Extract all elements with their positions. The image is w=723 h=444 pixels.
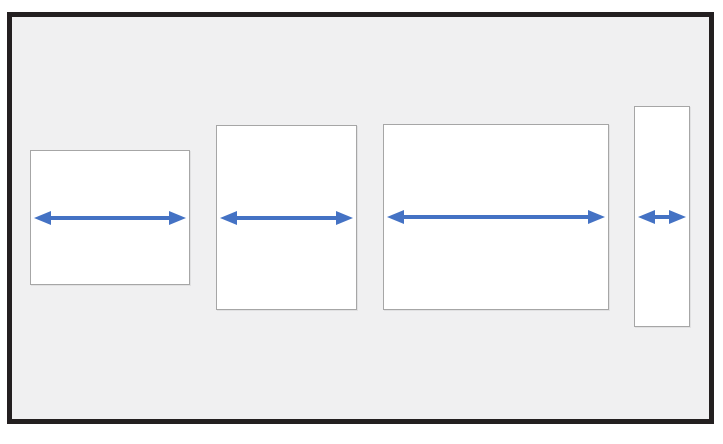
- arrowhead-right: [588, 210, 605, 224]
- arrowhead-right: [669, 209, 686, 224]
- arrowhead-left: [638, 209, 655, 224]
- rectangle-4[interactable]: [634, 106, 690, 327]
- arrowhead-right: [169, 210, 186, 225]
- arrowhead-right: [336, 210, 353, 225]
- horizontal-double-arrow[interactable]: [387, 209, 605, 225]
- horizontal-double-arrow[interactable]: [638, 209, 686, 225]
- rectangle-2[interactable]: [216, 125, 357, 310]
- horizontal-double-arrow[interactable]: [34, 210, 186, 226]
- arrowhead-left: [220, 210, 237, 225]
- horizontal-double-arrow[interactable]: [220, 210, 353, 226]
- arrowhead-left: [34, 210, 51, 225]
- arrowhead-left: [387, 210, 404, 224]
- rectangle-1[interactable]: [30, 150, 190, 285]
- rectangle-3[interactable]: [383, 124, 609, 310]
